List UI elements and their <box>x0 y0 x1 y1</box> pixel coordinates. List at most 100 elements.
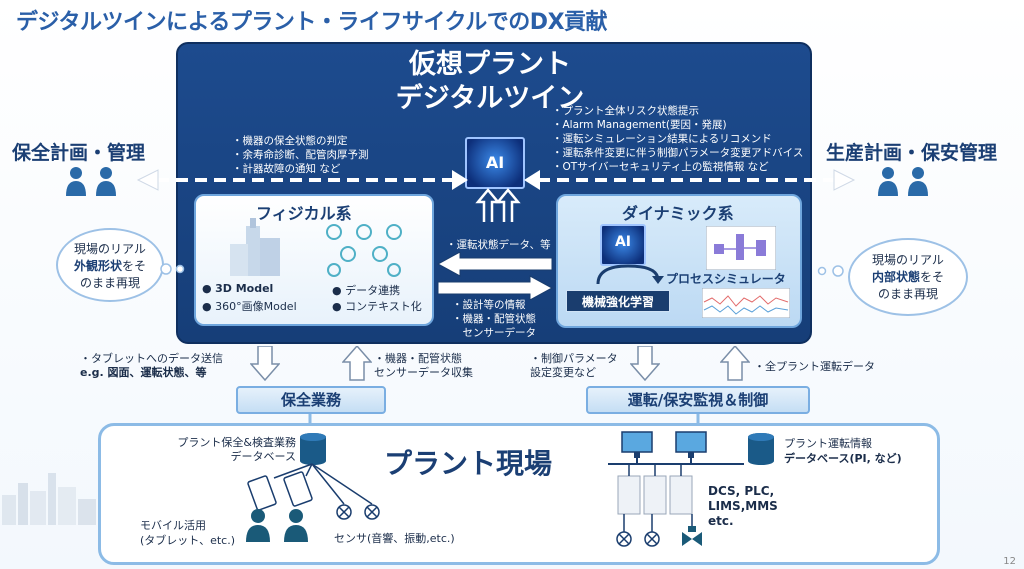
plant-field-title: プラント現場 <box>384 447 553 480</box>
bubble-left-line3: のまま再現 <box>79 276 140 290</box>
page-number: 12 <box>1003 556 1016 567</box>
bidirectional-arrows <box>436 252 554 300</box>
page-title: デジタルツインによるプラント・ライフサイクルでのDX貢献 <box>16 10 608 35</box>
ai-box: AI <box>465 137 525 189</box>
bubble-right-bold: 内部状態 <box>871 270 920 284</box>
bubble-right-rest: をそ <box>920 270 945 284</box>
bubble-left-rest: をそ <box>122 259 147 273</box>
arrow-bottom-label: ・機器・配管状態 <box>452 313 536 325</box>
left-bullet: ・機器の保全状態の判定 <box>232 135 348 147</box>
physical-system-title: フィジカル系 <box>256 204 352 223</box>
bubble-right-line3: のまま再現 <box>877 287 938 301</box>
equip-label: ・機器・配管状態 センサーデータ収集 <box>374 352 473 380</box>
tablets-and-sensors <box>247 463 380 520</box>
db-right-line: プラント運転情報 <box>784 437 872 450</box>
mobile-label-line: モバイル活用 <box>140 519 206 532</box>
equip-label-line: ・機器・配管状態 <box>374 352 462 365</box>
right-bullet: ・OTサイバーセキュリティ上の監視情報 など <box>552 161 769 173</box>
physical-item-label: データ連携 <box>345 284 401 297</box>
tablet-label-line: e.g. 図面、運転状態、等 <box>80 366 207 379</box>
right-bullet: ・運転シミュレーション結果によるリコメンド <box>552 133 772 145</box>
db-left-line: プラント保全&検査業務 <box>177 436 296 449</box>
database-icon <box>300 433 326 465</box>
bubble-left-bold: 外観形状 <box>73 259 122 273</box>
plant-field-box <box>98 423 940 565</box>
physical-item-data-link: ● データ連携 <box>332 284 401 297</box>
physical-item-3d-model: ● 3D Model <box>202 282 274 295</box>
arrow-top-label: ・運転状態データ、等 <box>446 239 551 251</box>
plant-3d-model-icon <box>230 218 280 276</box>
up-arrow-right <box>720 346 750 381</box>
bubble-left-line2: 外観形状をそ <box>58 258 162 275</box>
all-data-label: ・全プラント運転データ <box>754 360 875 373</box>
person-icon <box>66 167 116 196</box>
cycle-arrow-icon <box>596 264 664 285</box>
db-left-line: データベース <box>230 450 296 463</box>
physical-item-label: 3D Model <box>215 282 274 295</box>
ml-label-box: 機械強化学習 <box>566 290 670 312</box>
sensor-label: センサ(音響、振動,etc.) <box>334 532 455 545</box>
systems-label-line: LIMS,MMS <box>708 499 778 513</box>
up-arrows-to-ai <box>475 188 521 222</box>
ai-label: AI <box>485 153 505 172</box>
bubble-right: 現場のリアル 内部状態をそ のまま再現 <box>848 238 968 316</box>
process-simulator-label: プロセスシミュレータ <box>666 272 786 286</box>
arrow-bottom-label: センサーデータ <box>452 327 536 339</box>
left-bullet: ・計器故障の通知 など <box>232 163 341 175</box>
right-bullet: ・プラント全体リスク状態提示 <box>552 105 699 117</box>
waveform-icon <box>702 288 790 318</box>
systems-label-line: DCS, PLC, <box>708 484 775 498</box>
mobile-label: モバイル活用 (タブレット、etc.) <box>140 518 235 548</box>
virtual-plant-title-line1: 仮想プラント <box>409 49 571 80</box>
virtual-plant-title-line2: デジタルツイン <box>395 83 585 114</box>
right-side-label: 生産計画・保安管理 <box>826 142 998 164</box>
db-right-label: プラント運転情報 データベース(PI, など) <box>784 436 902 466</box>
operations-box: 運転/保安監視＆制御 <box>586 386 810 414</box>
bubble-left: 現場のリアル 外観形状をそ のまま再現 <box>56 228 164 302</box>
physical-item-label: 360°画像Model <box>215 300 297 313</box>
db-right-line: データベース(PI, など) <box>784 452 902 465</box>
ctrl-label-line: 設定変更など <box>530 366 596 379</box>
mobile-label-line: (タブレット、etc.) <box>140 534 235 547</box>
tablet-label: ・タブレットへのデータ送信 e.g. 図面、運転状態、等 <box>80 352 223 380</box>
database-icon <box>748 433 774 465</box>
bubble-left-line1: 現場のリアル <box>74 242 146 256</box>
ai-label: AI <box>614 234 632 250</box>
arrow-bottom-labels: ・設計等の情報 ・機器・配管状態 センサーデータ <box>452 298 536 340</box>
skyline-decoration <box>2 473 96 525</box>
ctrl-label-line: ・制御パラメータ <box>530 352 618 365</box>
right-bullets: ・プラント全体リスク状態提示 ・Alarm Management(要因・発展) … <box>552 104 803 174</box>
ctrl-label: ・制御パラメータ 設定変更など <box>530 352 618 380</box>
person-icon <box>246 509 308 542</box>
physical-item-360: ● 360°画像Model <box>202 300 297 313</box>
ai-small-box: AI <box>600 224 646 266</box>
bubble-left-tail <box>160 263 185 275</box>
systems-label: DCS, PLC, LIMS,MMS etc. <box>708 484 778 529</box>
arrow-bottom-label: ・設計等の情報 <box>452 299 526 311</box>
dashed-arrows <box>136 169 856 191</box>
right-bullet: ・運転条件変更に伴う制御パラメータ変更アドバイス <box>552 147 804 159</box>
db-left-label: プラント保全&検査業務 データベース <box>140 436 296 464</box>
left-bullets: ・機器の保全状態の判定 ・余寿命診断、配管肉厚予測 ・計器故障の通知 など <box>232 134 369 176</box>
down-arrow-left <box>250 346 280 382</box>
systems-label-line: etc. <box>708 514 734 528</box>
control-system-diagram <box>608 431 744 547</box>
up-arrow-left <box>342 346 372 381</box>
left-bullet: ・余寿命診断、配管肉厚予測 <box>232 149 369 161</box>
data-link-nodes-icon <box>326 224 402 277</box>
bubble-right-tail <box>817 265 844 277</box>
equip-label-line: センサーデータ収集 <box>374 366 473 379</box>
tablet-label-line: ・タブレットへのデータ送信 <box>80 352 223 365</box>
virtual-plant-title: 仮想プラント デジタルツイン <box>320 48 660 116</box>
bubble-right-line2: 内部状態をそ <box>850 269 966 286</box>
dynamic-system-title: ダイナミック系 <box>622 204 734 223</box>
bubble-right-line1: 現場のリアル <box>872 253 944 267</box>
process-diagram-icon <box>706 226 776 270</box>
physical-item-label: コンテキスト化 <box>345 300 422 313</box>
physical-item-context: ● コンテキスト化 <box>332 300 422 313</box>
right-bullet: ・Alarm Management(要因・発展) <box>552 119 727 131</box>
down-arrow-right <box>630 346 660 382</box>
left-side-label: 保全計画・管理 <box>12 142 146 164</box>
maintenance-box: 保全業務 <box>236 386 386 414</box>
person-icon <box>878 167 928 196</box>
